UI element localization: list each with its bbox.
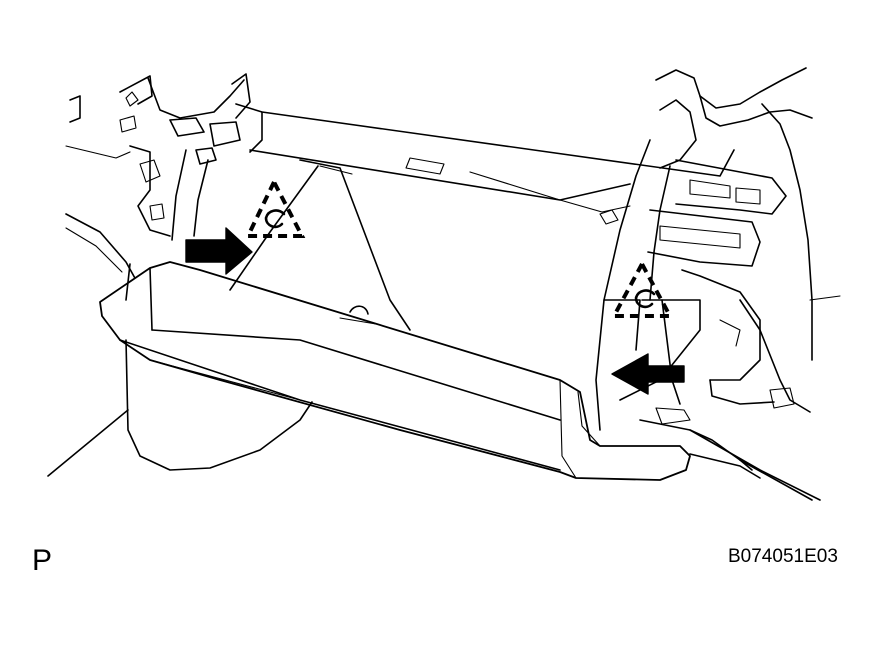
callout-triangle-right (610, 259, 674, 318)
view-label: P (32, 544, 53, 577)
glove-box-bin (47, 339, 313, 477)
callout-triangle-left (244, 177, 306, 238)
callout-glyph-c-right (634, 289, 656, 309)
lower-cover-panel (99, 261, 821, 501)
figure-code: B074051E03 (728, 546, 838, 567)
leader-line-left (229, 165, 319, 291)
callout-glyph-c-left (264, 209, 286, 229)
arrow-right (185, 227, 253, 275)
arrow-left (611, 353, 685, 395)
instrument-panel-background (65, 73, 735, 331)
